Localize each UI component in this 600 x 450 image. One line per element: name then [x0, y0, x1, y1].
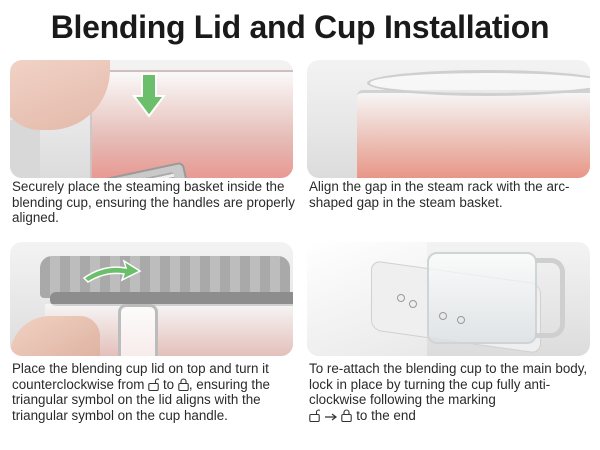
cup-handle: [535, 258, 565, 338]
step-4-photo: [307, 242, 590, 356]
arrow-right-icon: [324, 413, 337, 421]
step-1-caption: Securely place the steaming basket insid…: [12, 179, 295, 226]
steam-basket-cup: [357, 90, 590, 178]
blending-cup: [427, 252, 537, 344]
arrow-down-icon: [132, 73, 166, 118]
step-4-caption-after: to the end: [356, 407, 416, 423]
curved-arrow-icon: [82, 259, 142, 283]
step-3-photo: [10, 242, 293, 356]
step-3-caption-before: Place the blending cup lid on top and tu…: [12, 361, 269, 392]
unlock-icon: [148, 378, 160, 391]
step-2-caption: Align the gap in the steam rack with the…: [309, 179, 570, 210]
steam-rack: [367, 70, 590, 96]
panel-button-icon: [409, 300, 417, 308]
blending-cup-lid: [40, 256, 290, 298]
step-1-photo: [10, 60, 293, 178]
unlock-icon: [309, 409, 320, 422]
lock-icon: [341, 409, 353, 422]
step-2-photo: [307, 60, 590, 178]
page-title: Blending Lid and Cup Installation: [50, 9, 550, 45]
lid-ring: [50, 292, 293, 306]
panel-button-icon: [439, 312, 447, 320]
cup-handle: [118, 304, 158, 356]
step-3-caption: Place the blending cup lid on top and tu…: [12, 361, 302, 423]
panel-button-icon: [397, 294, 405, 302]
step-3-caption-after: , ensuring the triangular symbol on the …: [12, 376, 270, 423]
step-4-caption: To re-attach the blending cup to the mai…: [309, 361, 599, 423]
step-4-caption-before: To re-attach the blending cup to the mai…: [309, 361, 588, 408]
hand: [10, 316, 100, 356]
lock-icon: [178, 378, 189, 391]
panel-button-icon: [457, 316, 465, 324]
step-3-caption-mid: to: [162, 376, 175, 392]
blending-cup: [90, 70, 293, 178]
